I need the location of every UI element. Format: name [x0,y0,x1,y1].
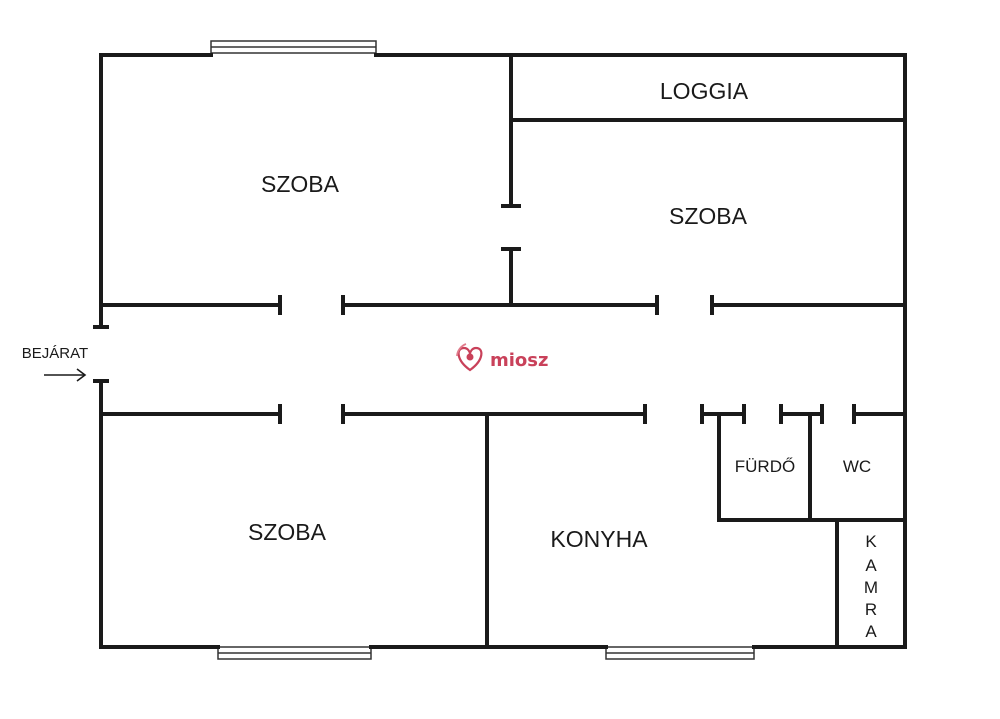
kamra-letter: K [865,532,877,551]
arrow-right-icon [44,368,87,382]
room-label-kamra: K A M R A [864,532,878,641]
room-label-loggia: LOGGIA [660,78,749,104]
windows [210,40,755,660]
room-label-szoba-right: SZOBA [669,203,748,229]
kamra-letter: M [864,578,878,597]
watermark-text: miosz [490,350,548,371]
walls [93,53,907,649]
room-label-szoba-bottom-left: SZOBA [248,519,327,545]
kamra-letter: A [865,556,877,575]
kamra-letter: R [865,600,877,619]
room-label-furdo: FÜRDŐ [735,457,795,476]
watermark: miosz [456,343,548,372]
room-label-konyha: KONYHA [550,526,648,552]
room-label-szoba-top-left: SZOBA [261,171,340,197]
kamra-letter: A [865,622,877,641]
room-label-wc: WC [843,457,871,476]
entrance-label: BEJÁRAT [22,345,88,362]
heart-logo-icon [456,343,483,372]
